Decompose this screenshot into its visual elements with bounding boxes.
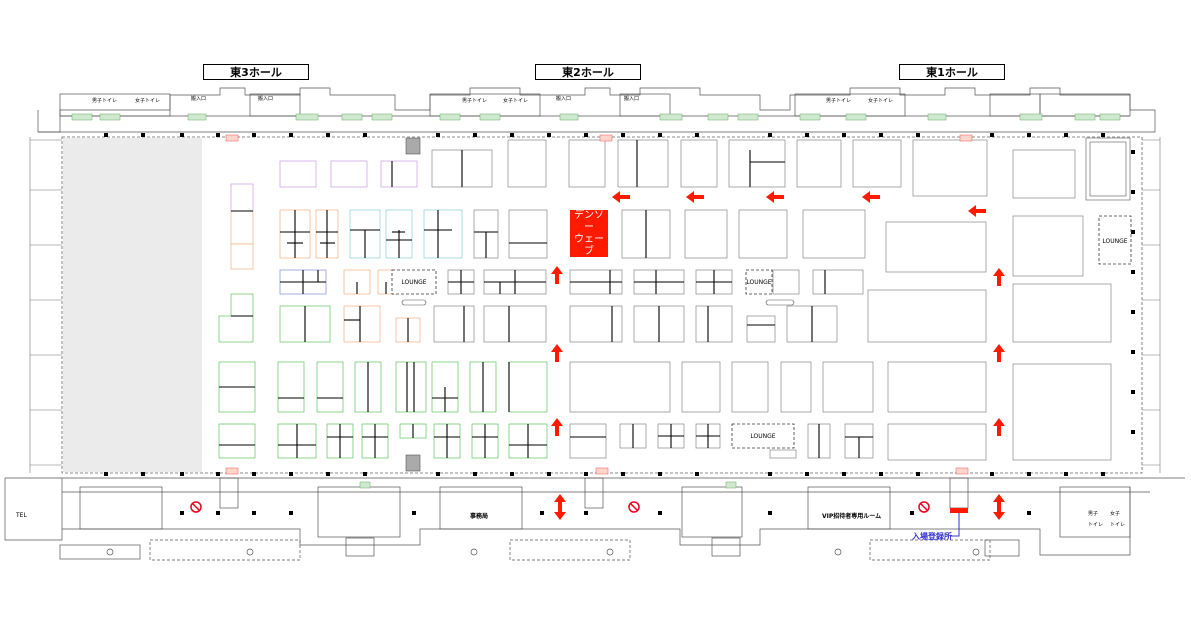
unused-area <box>63 138 202 472</box>
arrow-left <box>766 191 784 203</box>
top-utility-marks <box>71 113 1121 121</box>
entrance-label: 搬入口 <box>624 96 640 102</box>
highlight-booth-denso-wave[interactable]: デンソー ウェーブ <box>570 210 608 257</box>
arrow-up <box>551 418 563 436</box>
toilet-label: 男子トイレ <box>826 98 852 104</box>
top-service-building <box>37 87 1156 133</box>
corridor-pillars <box>180 511 1031 515</box>
oval-bench <box>765 299 795 306</box>
entrance-label: 搬入口 <box>258 96 274 102</box>
lounge-label: LOUNGE <box>746 279 772 286</box>
toilet-small-label: トイレ <box>1110 522 1126 528</box>
arrow-up <box>551 344 563 362</box>
arrow-left <box>686 191 704 203</box>
toilet-label: 女子トイレ <box>503 98 529 104</box>
entrance-label: 搬入口 <box>556 96 572 102</box>
no-entry-icon <box>628 501 640 513</box>
vip-room-label: VIP招待者専用ルーム <box>822 513 882 520</box>
toilet-label: 男子トイレ <box>462 98 488 104</box>
toilet-small-label: 男子 <box>1088 511 1099 517</box>
entrance-label: 搬入口 <box>191 96 207 102</box>
flow-arrows <box>551 191 1005 520</box>
arrow-up <box>551 266 563 284</box>
lounge-areas <box>391 215 1132 449</box>
lounge-label: LOUNGE <box>1102 238 1128 245</box>
toilet-label: 女子トイレ <box>868 98 894 104</box>
hall-label-east1: 東1ホール <box>899 64 1005 80</box>
booths-east2-east1 <box>568 139 1112 461</box>
no-entry-icon <box>190 501 202 513</box>
no-entry-signs <box>190 501 930 513</box>
hall-label-east3: 東3ホール <box>203 64 309 80</box>
arrow-double-vertical <box>993 494 1005 520</box>
highlight-booth-line1: デンソー <box>574 209 604 233</box>
office-label: 事務局 <box>470 513 489 520</box>
hall-label-east2: 東2ホール <box>535 64 641 80</box>
arrow-double-vertical <box>554 494 566 520</box>
booth-dividers-east3 <box>219 150 547 458</box>
hall-cores <box>405 137 1131 472</box>
oval-bench <box>401 299 427 306</box>
toilet-small-label: 女子 <box>1110 511 1121 517</box>
registration-pointer <box>950 513 960 537</box>
registration-desk <box>950 508 968 513</box>
arrow-up <box>993 344 1005 362</box>
lounge-label: LOUNGE <box>401 279 427 286</box>
booth-dividers-east2-east1 <box>570 140 873 458</box>
arrow-left <box>612 191 630 203</box>
no-entry-icon <box>918 501 930 513</box>
arrow-left <box>862 191 880 203</box>
red-hatch-markers <box>225 134 973 475</box>
toilet-label: 女子トイレ <box>135 98 161 104</box>
booths-east3 <box>218 139 548 459</box>
bottom-service-building <box>4 477 1185 561</box>
arrow-left <box>968 205 986 217</box>
toilet-label: 男子トイレ <box>92 98 118 104</box>
bottom-small-blocks <box>359 481 737 489</box>
pillars <box>104 133 1135 476</box>
arrow-up <box>993 418 1005 436</box>
registration-label: 入場登録所 <box>912 532 952 541</box>
hall-outer-wall <box>29 137 1161 473</box>
arrow-up <box>993 268 1005 286</box>
lounge-label: LOUNGE <box>750 433 776 440</box>
toilet-small-label: トイレ <box>1088 522 1104 528</box>
highlight-booth-line2: ウェーブ <box>574 233 604 257</box>
tel-label: TEL <box>16 512 27 519</box>
